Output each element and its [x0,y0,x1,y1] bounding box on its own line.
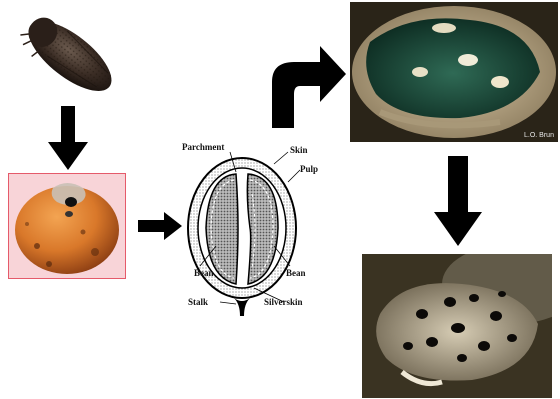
curved-arrow-icon [266,42,348,128]
label-bean-right: Bean [286,268,306,278]
label-parchment: Parchment [182,142,224,152]
bored-bean-image [362,254,552,398]
arrow-down-icon [46,106,90,172]
infested-berry-image [9,174,125,278]
label-stalk: Stalk [188,297,208,307]
berry-cross-section-diagram: Parchment Skin Pulp Bean Bean Stalk Silv… [178,138,333,318]
label-bean-left: Bean [194,268,214,278]
photo-credit: L.O. Brun [524,132,554,139]
beetle-image [12,8,127,104]
label-skin: Skin [290,145,308,155]
label-silverskin: Silverskin [264,297,303,307]
stalk-shape [234,298,250,316]
label-pulp: Pulp [300,164,318,174]
larvae-in-bean-image [350,2,558,142]
bored-bean-photo [362,254,552,398]
arrow-down-icon [432,156,484,248]
larvae-photo: L.O. Brun [350,2,558,142]
infested-berry-photo [8,173,126,279]
